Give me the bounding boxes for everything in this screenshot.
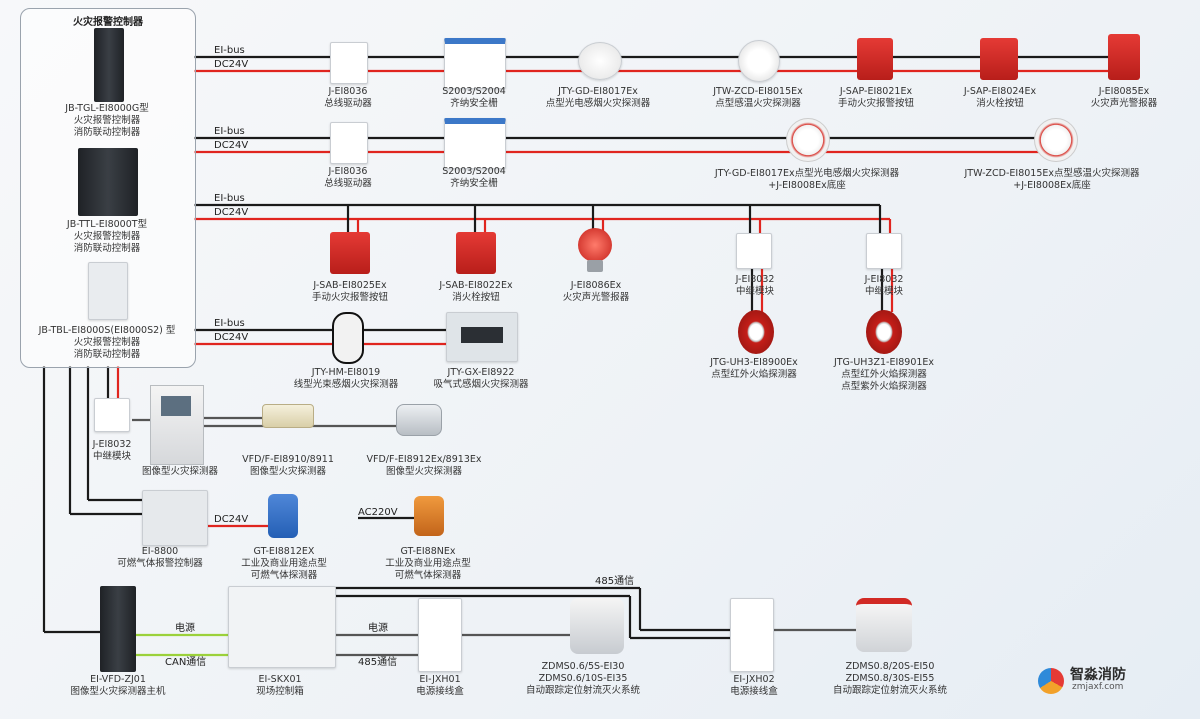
image-fire-camera-image-1 (262, 404, 314, 428)
relay-module-image-2 (866, 233, 902, 269)
ex-manual-call-point-image (330, 232, 370, 274)
image-detector-host-cabinet-image (100, 586, 136, 672)
controller-t-label: JB-TTL-EI8000T型火灾报警控制器消防联动控制器 (66, 219, 148, 254)
bus-driver-image-2 (330, 122, 368, 164)
relay-module-image-1 (736, 233, 772, 269)
controller-cabinet-t-image (78, 148, 138, 216)
ei-bus-label-4: EI-bus (214, 318, 245, 329)
brand-logo-icon (1038, 668, 1064, 694)
gas-controller-image (142, 490, 208, 546)
rs485-label-1: 485通信 (358, 657, 398, 668)
dc24v-label-4: DC24V (214, 332, 249, 343)
dc24v-label-2: DC24V (214, 140, 249, 151)
alarm-beacon-image-1 (1108, 34, 1140, 80)
aspirating-detector-screen (461, 327, 503, 343)
panel-title: 火灾报警控制器 (73, 17, 143, 28)
ei-bus-label-3: EI-bus (214, 193, 245, 204)
uv-ir-flame-detector-image (866, 310, 902, 354)
row2-item-3: JTY-GD-EI8017Ex点型光电感烟火灾探测器+J-EI8008Ex底座 (714, 168, 900, 191)
manual-call-point-image-1 (857, 38, 893, 80)
explosion-proof-heat-detector-image (1034, 118, 1078, 162)
explosion-proof-smoke-detector-image (786, 118, 830, 162)
power-label-1: 电源 (175, 623, 195, 634)
beam-smoke-detector-image (332, 312, 364, 364)
ac220v-label: AC220V (358, 507, 398, 518)
console-screen (161, 396, 191, 416)
dc24v-label-1: DC24V (214, 59, 249, 70)
jet-extinguisher-image-2 (856, 598, 912, 652)
row5-item-2: 图像型火灾探测器 (141, 466, 219, 477)
row2-item-4: JTW-ZCD-EI8015Ex点型感温火灾探测器+J-EI8008Ex底座 (964, 168, 1140, 191)
gas-detector-image-2 (414, 496, 444, 536)
controller-s-label: JB-TBL-EI8000S(EI8000S2) 型火灾报警控制器消防联动控制器 (38, 325, 176, 360)
ex-hydrant-button-image (456, 232, 496, 274)
rs485-label-2: 485通信 (595, 576, 635, 587)
relay-module-image-3 (94, 398, 130, 432)
bus-driver-image-1 (330, 42, 368, 84)
brand-name: 智淼消防 (1070, 667, 1126, 683)
ei-bus-label-2: EI-bus (214, 126, 245, 137)
jet-extinguisher-image-1 (570, 598, 624, 654)
controller-s-image (88, 262, 128, 320)
gas-detector-image-1 (268, 494, 298, 538)
power-junction-box-image-1 (418, 598, 462, 672)
brand-logo: 智淼消防 zmjaxf.com (1038, 664, 1168, 696)
power-junction-box-image-2 (730, 598, 774, 672)
smoke-detector-image-1 (578, 42, 622, 80)
controller-cabinet-g-image (94, 28, 124, 102)
brand-url: zmjaxf.com (1072, 682, 1124, 692)
power-label-2: 电源 (368, 623, 388, 634)
ex-alarm-beacon-image (578, 228, 612, 262)
image-fire-camera-image-2 (396, 404, 442, 436)
heat-detector-image-1 (738, 40, 780, 82)
field-control-box-image (228, 586, 336, 668)
hydrant-button-image-1 (980, 38, 1018, 80)
can-label: CAN通信 (165, 657, 207, 668)
ei-bus-label-1: EI-bus (214, 45, 245, 56)
ir-flame-detector-image-1 (738, 310, 774, 354)
dc24v-label-3: DC24V (214, 207, 249, 218)
image-fire-detector-console-image (150, 385, 204, 465)
ex-alarm-beacon-base (587, 260, 603, 272)
safety-barrier-image-2 (444, 118, 506, 169)
dc24v-label-5: DC24V (214, 514, 249, 525)
safety-barrier-image-1 (444, 38, 506, 89)
controller-g-label: JB-TGL-EI8000G型火灾报警控制器消防联动控制器 (65, 103, 149, 138)
aspirating-detector-image (446, 312, 518, 362)
